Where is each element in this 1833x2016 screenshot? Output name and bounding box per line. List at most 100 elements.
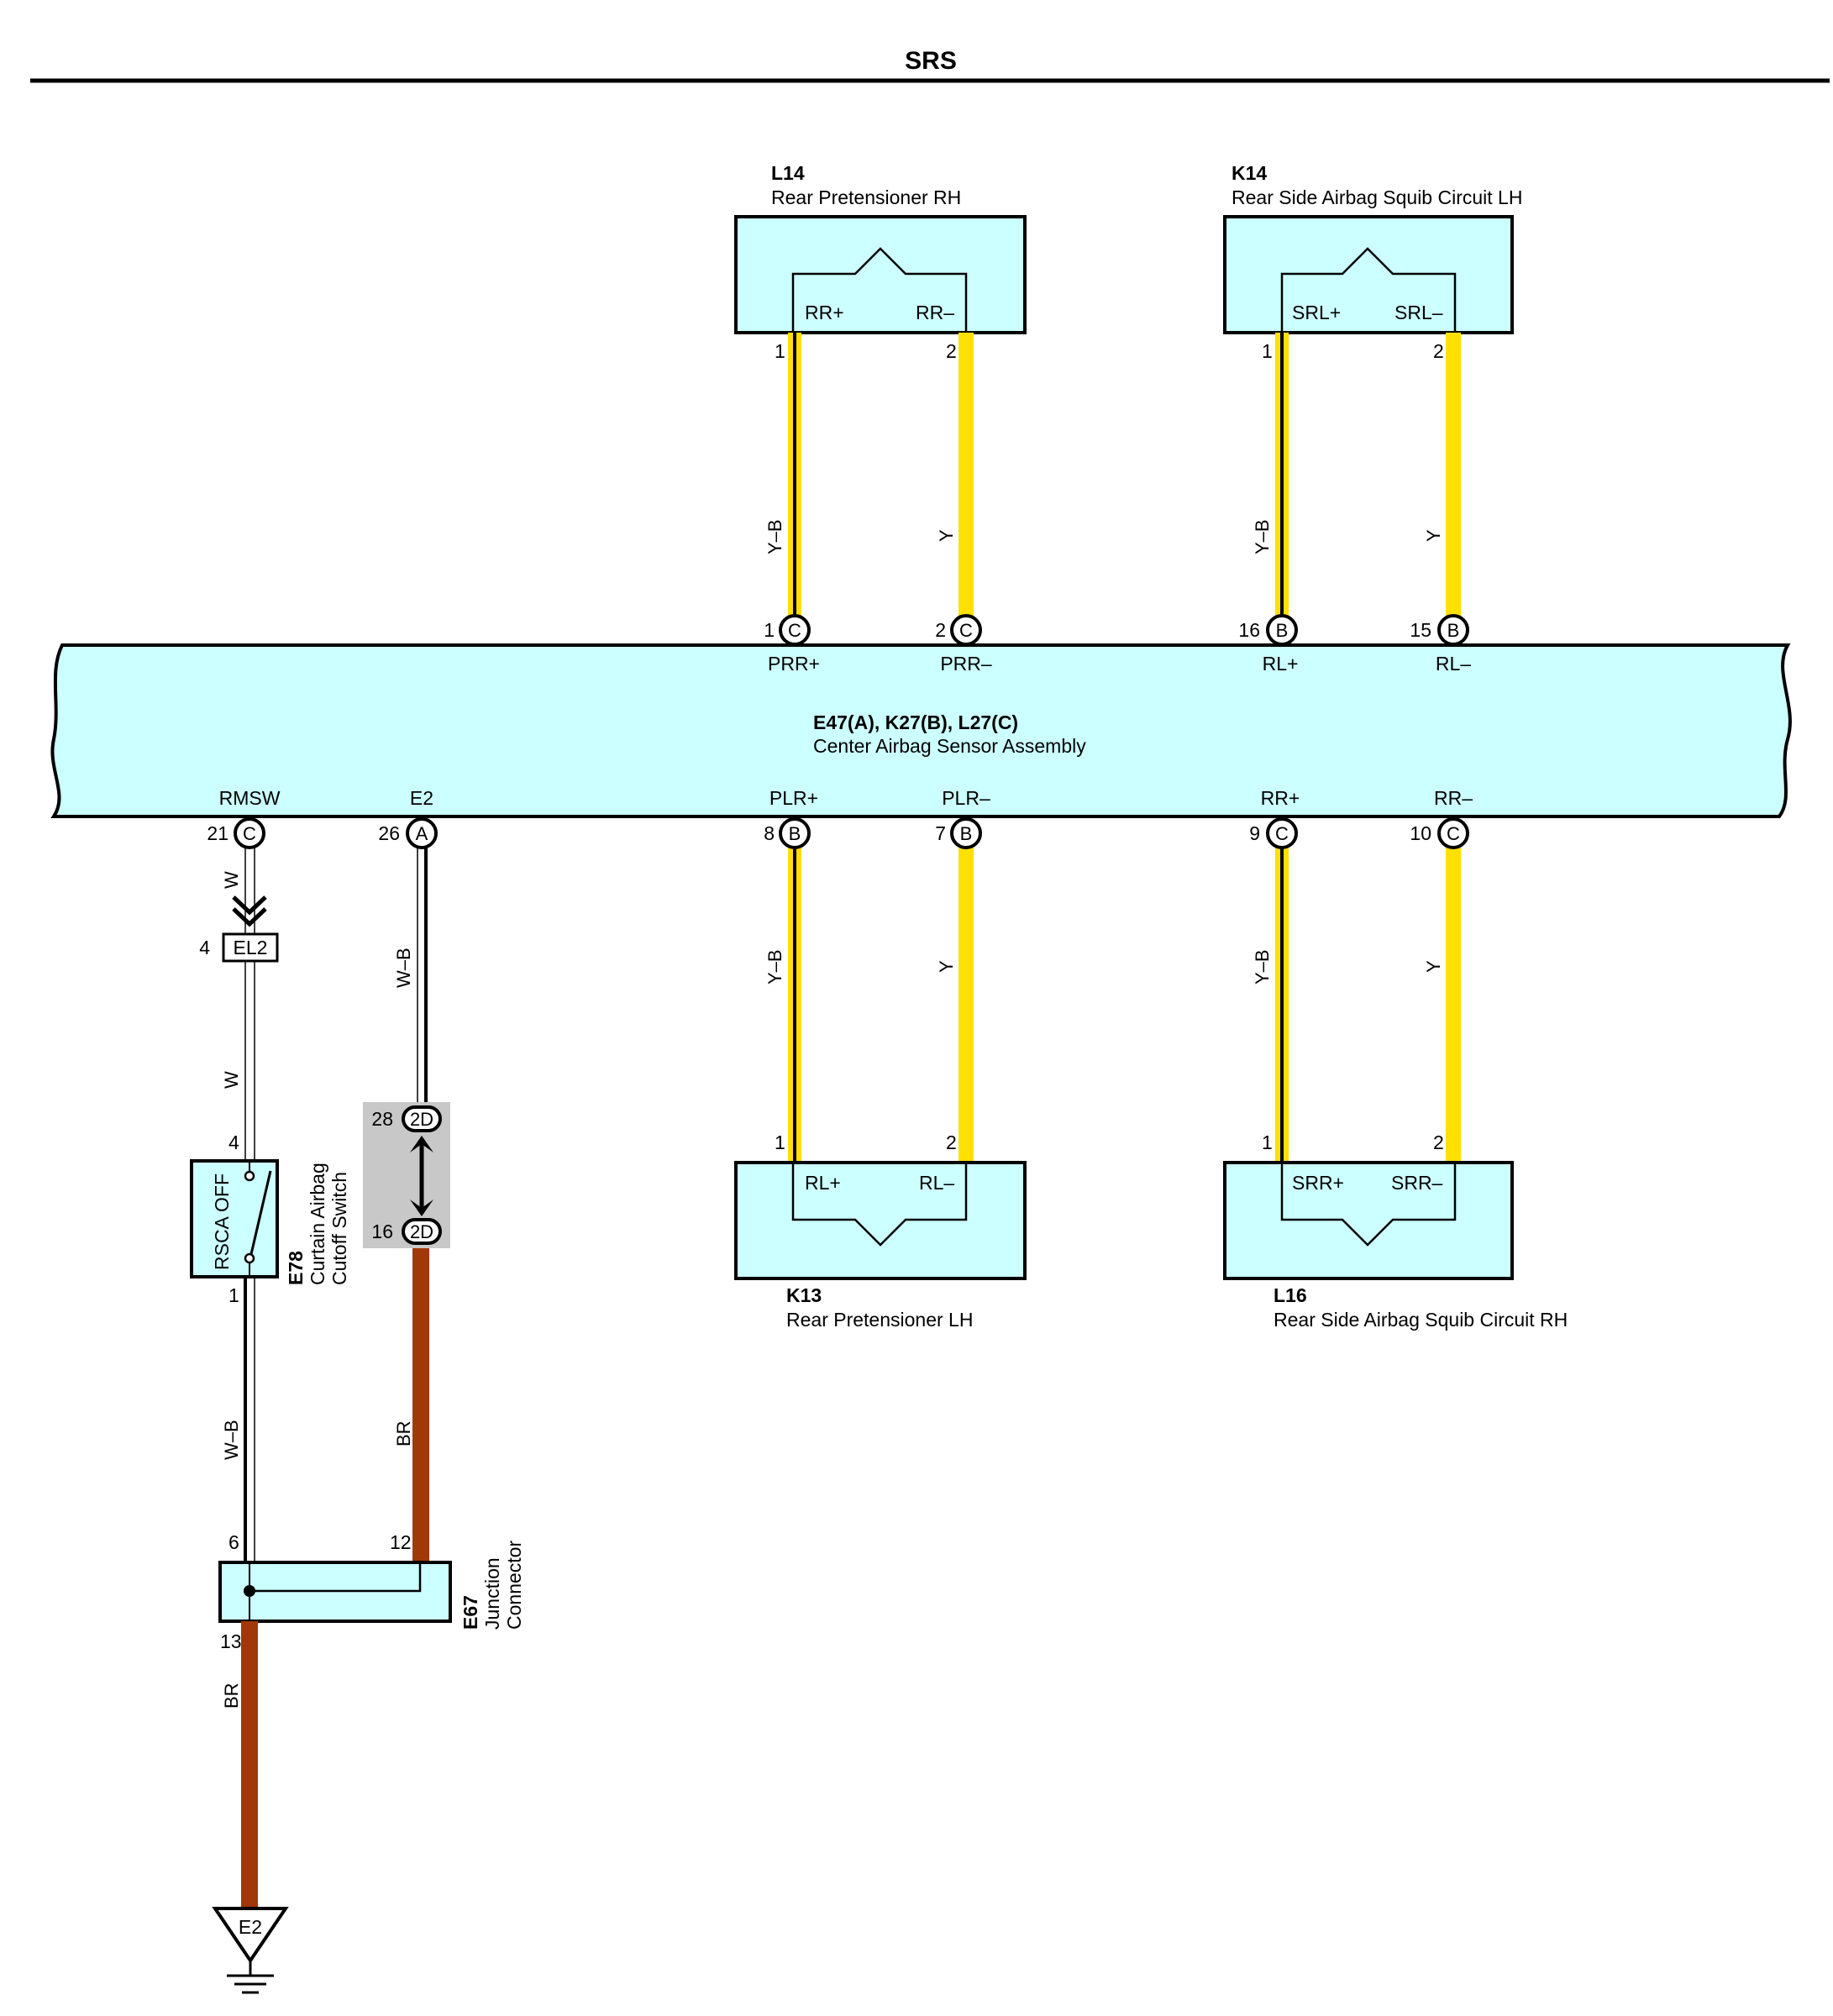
- pin-number: 26: [378, 822, 400, 844]
- component-l14: L14 Rear Pretensioner RH RR+ RR– 1 2: [734, 162, 1027, 362]
- junction-e67: 6 12 E67 Junction Connector 13: [218, 1531, 525, 1652]
- pin-number: 1: [1262, 340, 1273, 362]
- ground-label: E2: [239, 1916, 262, 1938]
- terminal-circle: A 26: [378, 817, 438, 849]
- ecu-terminal-label: RR–: [1434, 787, 1473, 809]
- switch-face-label: RSCA OFF: [211, 1173, 233, 1270]
- splice-label: 2D: [410, 1221, 433, 1242]
- wire-br: [412, 1248, 429, 1561]
- wire-y: [1446, 835, 1461, 1163]
- wire-color-label: Y–B: [1252, 949, 1273, 984]
- ecu-terminal-label: RL+: [1263, 653, 1299, 675]
- wire-color-label: Y–B: [764, 949, 785, 984]
- svg-text:C: C: [788, 620, 801, 641]
- center-airbag-sensor: E47(A), K27(B), L27(C) Center Airbag Sen…: [50, 643, 1792, 818]
- svg-text:C: C: [1275, 823, 1289, 844]
- pin-number: 1: [775, 1131, 785, 1153]
- pin-number: 7: [935, 822, 946, 844]
- pin-number: 2: [1433, 1131, 1444, 1153]
- terminal-circle: B 8: [764, 817, 811, 849]
- squib-symbol: [791, 1163, 968, 1247]
- pin-number: 6: [228, 1531, 239, 1553]
- switch-blade-icon: [249, 1170, 272, 1255]
- svg-text:C: C: [959, 620, 973, 641]
- splice-label: 2D: [410, 1109, 433, 1130]
- switch-e78: [190, 1159, 279, 1278]
- svg-text:B: B: [1276, 620, 1289, 641]
- pin-number: 12: [390, 1531, 412, 1553]
- wire-color-label: W: [221, 1071, 242, 1089]
- ecu-name: Center Airbag Sensor Assembly: [813, 735, 1086, 757]
- component-box: [734, 215, 1027, 334]
- pin-number: 2: [946, 340, 957, 362]
- wire-br: [241, 1621, 258, 1908]
- component-box: [734, 1161, 1027, 1280]
- pin-number: 4: [199, 937, 210, 958]
- wire-y: [1446, 333, 1461, 628]
- ecu-body: [50, 643, 1792, 818]
- wire-color-label: Y: [1423, 960, 1444, 973]
- ecu-bottom-terminals: C 21 A 26 B 8 B 7 C 9 C 10: [207, 817, 1469, 849]
- switch-id: E78: [285, 1251, 307, 1285]
- junction-id: E67: [460, 1595, 481, 1630]
- terminal-label: RR+: [805, 302, 844, 323]
- terminal-label: RL–: [919, 1172, 954, 1194]
- pin-number: 15: [1410, 619, 1431, 641]
- wire-y: [959, 333, 974, 628]
- ecu-terminal-label: RL–: [1436, 653, 1471, 675]
- pin-number: 16: [371, 1221, 393, 1242]
- pin-number: 2: [1433, 340, 1444, 362]
- pin-number: 16: [1238, 619, 1260, 641]
- terminal-label: RR–: [916, 302, 954, 323]
- pin-number: 1: [764, 619, 775, 641]
- terminal-circle: B 7: [935, 817, 982, 849]
- junction-dot-icon: [244, 1585, 255, 1597]
- squib-symbol: [791, 247, 968, 333]
- component-box: [1223, 1161, 1514, 1280]
- terminal-circle: C 1: [764, 614, 811, 646]
- ecu-id: E47(A), K27(B), L27(C): [813, 711, 1018, 733]
- pin-number: 10: [1410, 822, 1431, 844]
- ecu-terminal-label: PRR–: [940, 653, 992, 675]
- pin-number: 9: [1249, 822, 1260, 844]
- connector-label: EL2: [234, 937, 268, 958]
- wire-color-label: W–B: [221, 1420, 242, 1460]
- bottom-wires: Y–B Y Y–B Y: [764, 835, 1461, 1163]
- ecu-terminal-label: RR+: [1261, 787, 1300, 809]
- pin-number: 1: [1262, 1131, 1273, 1153]
- wire-color-label: Y: [1423, 529, 1444, 542]
- pin-number: 2: [935, 619, 946, 641]
- junction-name: Connector: [503, 1541, 525, 1630]
- wire-color-label: Y: [936, 529, 957, 542]
- splice-arrow-icon: [410, 1200, 433, 1216]
- svg-text:C: C: [1447, 823, 1460, 844]
- component-name: Rear Side Airbag Squib Circuit RH: [1274, 1309, 1568, 1331]
- ecu-terminal-label: PRR+: [768, 653, 820, 675]
- terminal-label: SRR–: [1391, 1172, 1443, 1194]
- wire-color-label: BR: [221, 1683, 242, 1709]
- terminal-label: SRR+: [1292, 1172, 1344, 1194]
- terminal-circle: C 2: [935, 614, 982, 646]
- svg-text:C: C: [243, 823, 256, 844]
- pin-number: 1: [775, 340, 785, 362]
- terminal-circle: C 21: [207, 817, 265, 849]
- pin-number: 13: [220, 1630, 242, 1652]
- terminal-circle: B 16: [1238, 614, 1298, 646]
- component-k13: 1 2 RL+ RL– K13 Rear Pretensioner LH: [734, 1131, 1027, 1331]
- switch-contact-icon: [244, 1252, 255, 1264]
- component-id: K14: [1232, 162, 1267, 184]
- pin-number: 2: [946, 1131, 957, 1153]
- splice-connector: [402, 1105, 442, 1132]
- terminal-label: RL+: [805, 1172, 841, 1194]
- pin-number: 28: [371, 1108, 393, 1130]
- ecu-terminal-label: PLR+: [769, 787, 818, 809]
- component-name: Rear Side Airbag Squib Circuit LH: [1232, 186, 1522, 208]
- switch-name: Curtain Airbag: [307, 1163, 328, 1285]
- ground-triangle-icon: [212, 1907, 289, 1964]
- wire-color-label: Y: [936, 960, 957, 973]
- terminal-label: SRL+: [1292, 302, 1341, 323]
- e2-circuit: W–B 2D 28 2D 16 BR: [363, 848, 450, 1561]
- ecu-terminal-label: PLR–: [942, 787, 990, 809]
- wire-y: [959, 835, 974, 1163]
- ecu-terminal-label: E2: [410, 787, 433, 809]
